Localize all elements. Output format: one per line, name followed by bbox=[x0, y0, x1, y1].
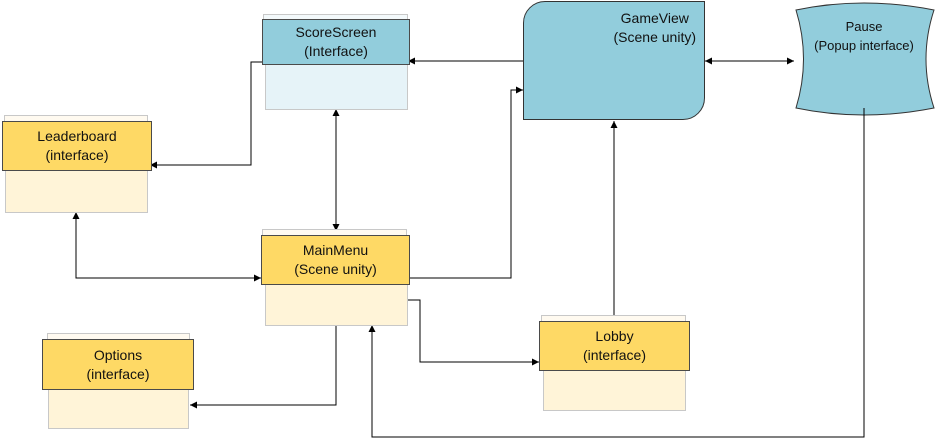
mainmenu-node[interactable]: MainMenu (Scene unity) bbox=[259, 229, 410, 326]
pause-subtitle: (Popup interface) bbox=[814, 38, 914, 53]
edge-scorescreen-leaderboard bbox=[150, 61, 264, 169]
options-node[interactable]: Options (interface) bbox=[42, 333, 194, 429]
scorescreen-body bbox=[265, 64, 408, 110]
lobby-title: Lobby bbox=[595, 328, 634, 344]
edge-leaderboard-mainmenu bbox=[72, 212, 261, 282]
scorescreen-header: ScoreScreen (Interface) bbox=[262, 19, 410, 65]
mainmenu-header: MainMenu (Scene unity) bbox=[261, 235, 410, 285]
options-title: Options bbox=[93, 346, 143, 363]
gameview-label: GameView (Scene unity) bbox=[614, 9, 696, 47]
edge-pause-mainmenu bbox=[368, 108, 865, 438]
scorescreen-subtitle: (Interface) bbox=[304, 43, 368, 59]
lobby-header: Lobby (interface) bbox=[539, 321, 690, 371]
leaderboard-body bbox=[5, 170, 148, 213]
edge-mainmenu-options bbox=[190, 325, 337, 409]
gameview-subtitle: (Scene unity) bbox=[613, 29, 696, 45]
pause-shape[interactable] bbox=[795, 2, 935, 116]
scorescreen-node[interactable]: ScoreScreen (Interface) bbox=[262, 14, 410, 110]
mainmenu-title: MainMenu bbox=[302, 242, 369, 258]
leaderboard-subtitle: (interface) bbox=[45, 147, 109, 163]
mainmenu-body bbox=[265, 283, 408, 326]
options-subtitle: (interface) bbox=[86, 365, 150, 382]
lobby-body bbox=[543, 369, 686, 411]
pause-title: Pause bbox=[845, 19, 883, 34]
pause-label: Pause (Popup interface) bbox=[796, 17, 932, 55]
options-body bbox=[48, 387, 189, 429]
leaderboard-node[interactable]: Leaderboard (interface) bbox=[0, 115, 152, 213]
lobby-node[interactable]: Lobby (interface) bbox=[538, 315, 690, 411]
edge-mainmenu-lobby bbox=[408, 299, 539, 366]
edge-mainmenu-gameview bbox=[408, 86, 523, 279]
lobby-subtitle: (interface) bbox=[582, 347, 647, 363]
leaderboard-header: Leaderboard (interface) bbox=[2, 121, 152, 171]
gameview-node[interactable]: GameView (Scene unity) bbox=[523, 1, 705, 120]
options-header: Options (interface) bbox=[42, 339, 194, 390]
scorescreen-title: ScoreScreen bbox=[295, 24, 377, 40]
gameview-title: GameView bbox=[620, 10, 689, 26]
mainmenu-subtitle: (Scene unity) bbox=[294, 261, 377, 277]
leaderboard-title: Leaderboard bbox=[37, 128, 117, 144]
